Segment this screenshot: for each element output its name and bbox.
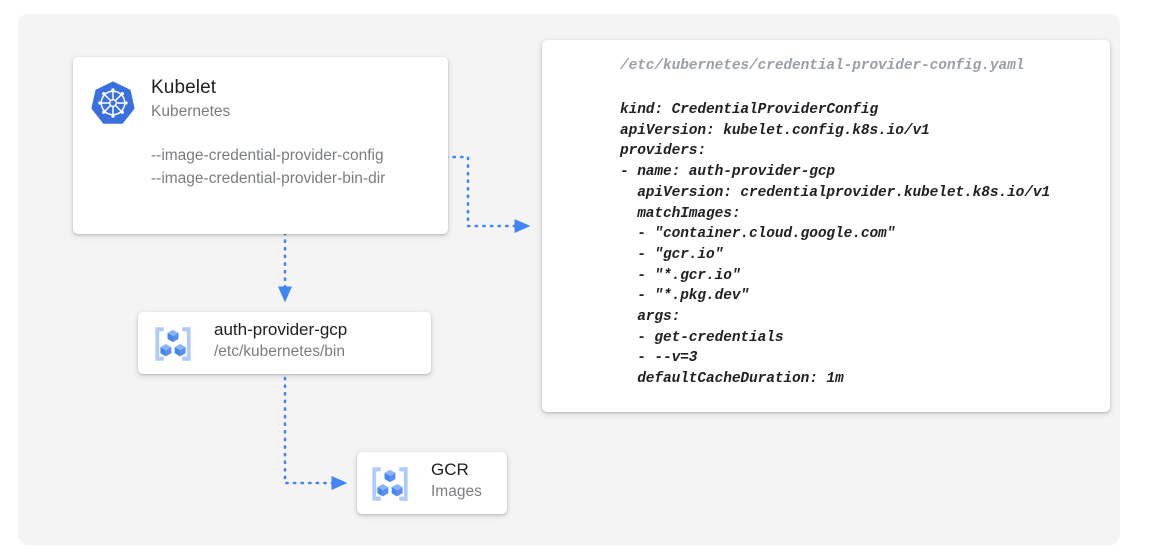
kubelet-card: Kubelet Kubernetes --image-credential-pr… [73, 57, 448, 234]
gcr-card-title: GCR [431, 460, 469, 479]
gcr-card-subtitle: Images [431, 483, 482, 500]
auth-provider-card: auth-provider-gcp /etc/kubernetes/bin [138, 312, 431, 374]
kubernetes-logo-icon [91, 81, 135, 124]
kubelet-card-subtitle: Kubernetes [151, 103, 231, 120]
kubelet-flag-config: --image-credential-provider-config [151, 147, 384, 164]
container-registry-icon [155, 327, 191, 361]
config-yaml-body: kind: CredentialProviderConfig apiVersio… [620, 102, 1051, 388]
credential-provider-config-card: /etc/kubernetes/credential-provider-conf… [542, 40, 1110, 412]
auth-provider-card-subtitle: /etc/kubernetes/bin [214, 343, 345, 360]
gcr-card: GCR Images [357, 452, 507, 514]
kubelet-card-title: Kubelet [151, 77, 217, 98]
kubelet-flag-bin-dir: --image-credential-provider-bin-dir [151, 170, 386, 187]
auth-provider-card-title: auth-provider-gcp [214, 320, 348, 339]
container-registry-icon [372, 467, 408, 501]
config-file-path: /etc/kubernetes/credential-provider-conf… [620, 58, 1025, 74]
